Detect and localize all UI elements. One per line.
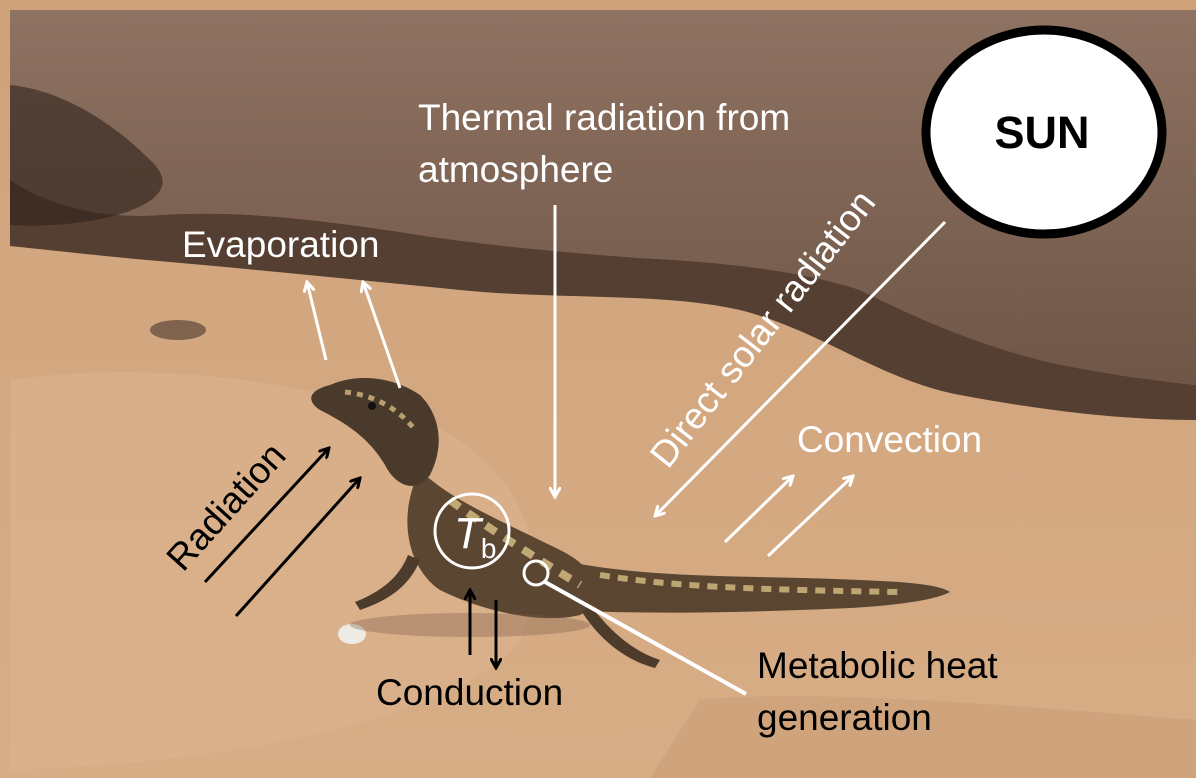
thermal-radiation-label-line1: Thermal radiation from — [418, 97, 790, 138]
evaporation-label: Evaporation — [182, 224, 379, 265]
metabolic-label-line1: Metabolic heat — [757, 645, 998, 686]
thermal-radiation-label-line2: atmosphere — [418, 149, 613, 190]
tb-main: T — [454, 509, 484, 558]
convection-label: Convection — [797, 419, 982, 460]
sun-label: SUN — [994, 107, 1089, 158]
tb-subscript: b — [481, 533, 497, 564]
conduction-label: Conduction — [376, 672, 563, 713]
metabolic-label-line2: generation — [757, 697, 932, 738]
